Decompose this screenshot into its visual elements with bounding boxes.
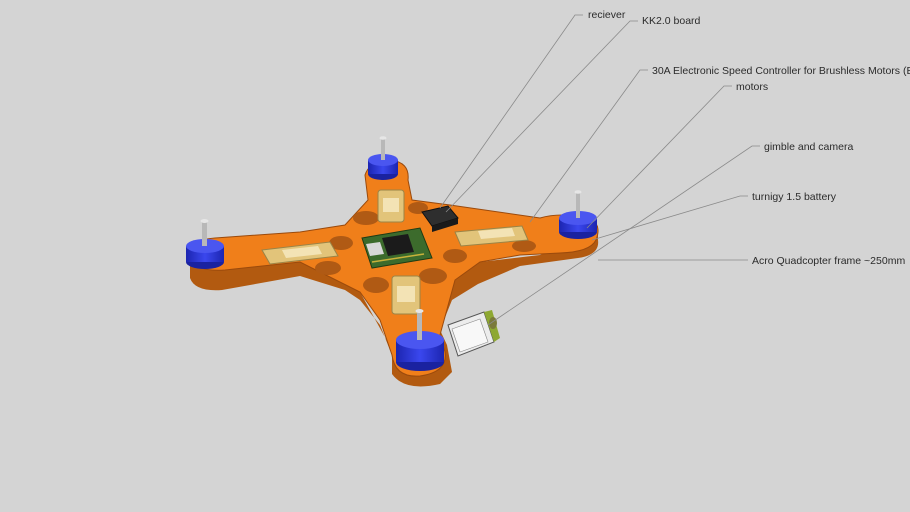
frame-hole (419, 268, 447, 284)
frame-hole (363, 277, 389, 293)
frame-hole (443, 249, 467, 263)
motor (396, 309, 444, 371)
frame-hole (329, 236, 353, 250)
label-receiver: reciever (588, 9, 626, 21)
battery-leader (591, 195, 748, 241)
label-frame: Acro Quadcopter frame ~250mm (752, 255, 905, 267)
label-motors: motors (736, 81, 768, 93)
motor (559, 190, 597, 239)
motor (186, 219, 224, 269)
frame-hole (353, 211, 379, 225)
motor (368, 136, 398, 180)
label-kk-board: KK2.0 board (642, 15, 701, 27)
label-esc: 30A Electronic Speed Controller for Brus… (652, 65, 910, 77)
leader-lines (439, 14, 760, 326)
esc-leader (529, 69, 648, 223)
label-battery: turnigy 1.5 battery (752, 191, 837, 203)
gimbal-leader (487, 145, 760, 326)
frame-hole (315, 261, 341, 275)
kk2-board (361, 227, 433, 269)
receiver-module (421, 205, 459, 232)
quadcopter-frame (189, 159, 599, 387)
motors-group (186, 136, 597, 371)
esc-module (377, 189, 405, 223)
frame-hole (512, 240, 536, 252)
kk-board-leader (445, 20, 638, 213)
esc-module (391, 275, 421, 315)
esc-module (454, 225, 529, 247)
motors-leader (586, 85, 732, 229)
esc-module (261, 241, 339, 265)
frame-hole (408, 202, 428, 214)
receiver-leader (439, 14, 583, 209)
esc-group (261, 189, 529, 315)
frame-side (190, 226, 599, 387)
label-gimbal: gimble and camera (764, 141, 853, 153)
gimbal-camera (447, 310, 500, 357)
callout-labels: reciever KK2.0 board 30A Electronic Spee… (588, 9, 910, 267)
